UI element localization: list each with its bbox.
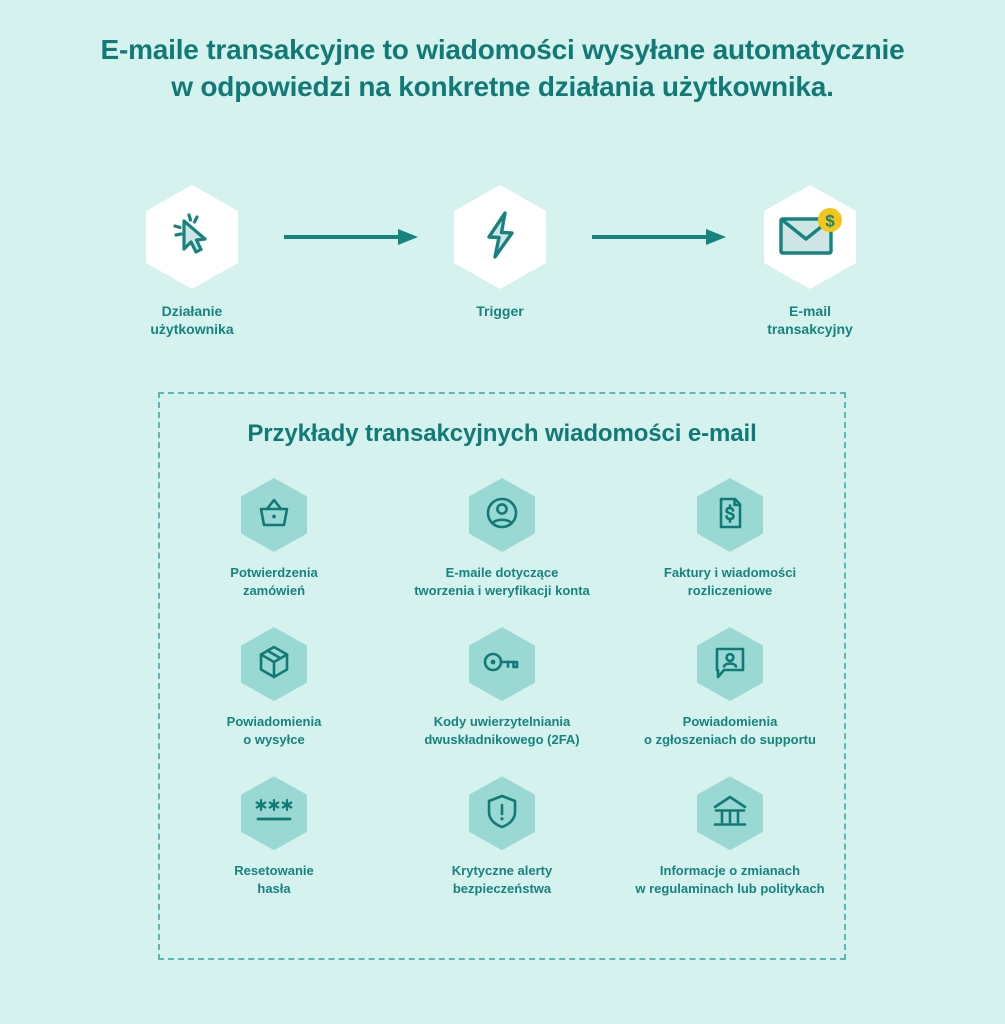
flow-label-line-1: Działanie [161, 303, 223, 319]
example-label-line-2: bezpieczeństwa [452, 880, 552, 896]
hexagon-password-reset [241, 776, 307, 851]
example-label-line-1: Kody uwierzytelniania [433, 714, 571, 730]
example-label-line-2: dwuskładnikowego (2FA) [424, 731, 580, 747]
shield-alert-icon [485, 792, 519, 835]
flow-label-line-2: transakcyjny [767, 320, 853, 337]
flow-label-user-action: Działanie użytkownika [112, 303, 272, 339]
flow-label-trigger: Trigger [420, 303, 580, 321]
example-label-policy-changes: Informacje o zmianach w regulaminach lub… [616, 862, 844, 897]
page-title: E-maile transakcyjne to wiadomości wysył… [53, 0, 953, 106]
example-label-account-emails: E-maile dotyczące tworzenia i weryfikacj… [388, 564, 616, 599]
hexagon-trigger [454, 185, 546, 289]
example-item-support-notifications: Powiadomienia o zgłoszeniach do supportu [616, 627, 844, 748]
package-box-icon [255, 643, 293, 686]
svg-text:$: $ [825, 211, 835, 230]
example-label-shipping-notifications: Powiadomienia o wysyłce [160, 713, 388, 748]
hexagon-transactional-email: $ [764, 185, 856, 289]
flow-node-trigger: Trigger [420, 185, 580, 321]
example-label-line-2: o zgłoszeniach do supportu [644, 731, 816, 747]
hexagon-order-confirmations [241, 478, 307, 552]
password-asterisks-icon [252, 794, 296, 833]
example-label-support-notifications: Powiadomienia o zgłoszeniach do supportu [616, 713, 844, 748]
cursor-click-icon [164, 207, 220, 268]
dollar-badge-icon: $ [818, 207, 842, 232]
hexagon-security-alerts [469, 776, 535, 851]
lightning-bolt-icon [474, 207, 526, 268]
arrow-right-1 [284, 228, 418, 246]
example-item-security-alerts: Krytyczne alerty bezpieczeństwa [388, 776, 616, 897]
example-label-line-2: rozliczeniowe [687, 582, 773, 598]
flow-label-transactional-email: E-mail transakcyjny [730, 303, 890, 339]
examples-panel: Przykłady transakcyjnych wiadomości e-ma… [158, 392, 846, 960]
hexagon-invoices [697, 478, 763, 552]
flow-label-line-1: E-mail [788, 303, 831, 319]
examples-panel-title: Przykłady transakcyjnych wiadomości e-ma… [247, 420, 757, 447]
hexagon-2fa-codes [469, 627, 535, 702]
hexagon-policy-changes [697, 776, 763, 851]
flow-label-line-2: użytkownika [150, 320, 234, 337]
hexagon-account-emails [469, 478, 535, 552]
example-item-password-reset: Resetowanie hasła [160, 776, 388, 897]
shopping-basket-icon [255, 494, 293, 537]
flow-diagram: Działanie użytkownika Trigger [0, 185, 1005, 337]
example-label-2fa-codes: Kody uwierzytelniania dwuskładnikowego (… [388, 713, 616, 748]
example-label-line-1: Krytyczne alerty [451, 863, 553, 879]
example-item-order-confirmations: Potwierdzenia zamówień [160, 478, 388, 599]
key-icon [481, 643, 523, 686]
example-label-line-1: E-maile dotyczące [445, 565, 559, 580]
example-label-line-2: w regulaminach lub politykach [635, 880, 825, 896]
example-label-line-2: o wysyłce [243, 731, 305, 747]
example-item-2fa-codes: Kody uwierzytelniania dwuskładnikowego (… [388, 627, 616, 748]
example-label-line-1: Potwierdzenia [230, 565, 318, 580]
example-label-security-alerts: Krytyczne alerty bezpieczeństwa [388, 862, 616, 897]
arrow-right-2 [592, 228, 726, 246]
example-label-line-2: zamówień [242, 582, 306, 598]
flow-node-transactional-email: $ E-mail transakcyjny [730, 185, 890, 339]
chat-person-icon [711, 643, 749, 686]
example-label-line-1: Faktury i wiadomości [663, 565, 797, 580]
page-title-line-2: w odpowiedzi na konkretne działania użyt… [171, 70, 834, 102]
example-item-policy-changes: Informacje o zmianach w regulaminach lub… [616, 776, 844, 897]
example-label-line-2: hasła [257, 880, 291, 896]
example-label-line-1: Informacje o zmianach [659, 863, 801, 879]
flow-node-user-action: Działanie użytkownika [112, 185, 272, 339]
user-circle-icon [483, 494, 521, 537]
invoice-dollar-icon [711, 494, 749, 537]
example-label-password-reset: Resetowanie hasła [160, 862, 388, 897]
example-label-line-2: tworzenia i weryfikacji konta [414, 582, 590, 598]
hexagon-support-notifications [697, 627, 763, 702]
hexagon-shipping-notifications [241, 627, 307, 702]
example-label-invoices: Faktury i wiadomości rozliczeniowe [616, 564, 844, 599]
envelope-dollar-icon: $ [775, 207, 845, 268]
examples-grid: Potwierdzenia zamówień E-mail [160, 478, 844, 897]
example-item-account-emails: E-maile dotyczące tworzenia i weryfikacj… [388, 478, 616, 599]
example-label-line-1: Powiadomienia [226, 714, 322, 730]
example-item-shipping-notifications: Powiadomienia o wysyłce [160, 627, 388, 748]
page-title-line-1: E-maile transakcyjne to wiadomości wysył… [100, 34, 905, 65]
envelope-icon [779, 216, 833, 255]
hexagon-user-action [146, 185, 238, 289]
flow-label-line-1: Trigger [476, 303, 524, 319]
bank-columns-icon [710, 792, 750, 835]
example-label-line-1: Powiadomienia [682, 714, 778, 730]
example-item-invoices: Faktury i wiadomości rozliczeniowe [616, 478, 844, 599]
example-label-order-confirmations: Potwierdzenia zamówień [160, 564, 388, 599]
example-label-line-1: Resetowanie [234, 863, 314, 879]
